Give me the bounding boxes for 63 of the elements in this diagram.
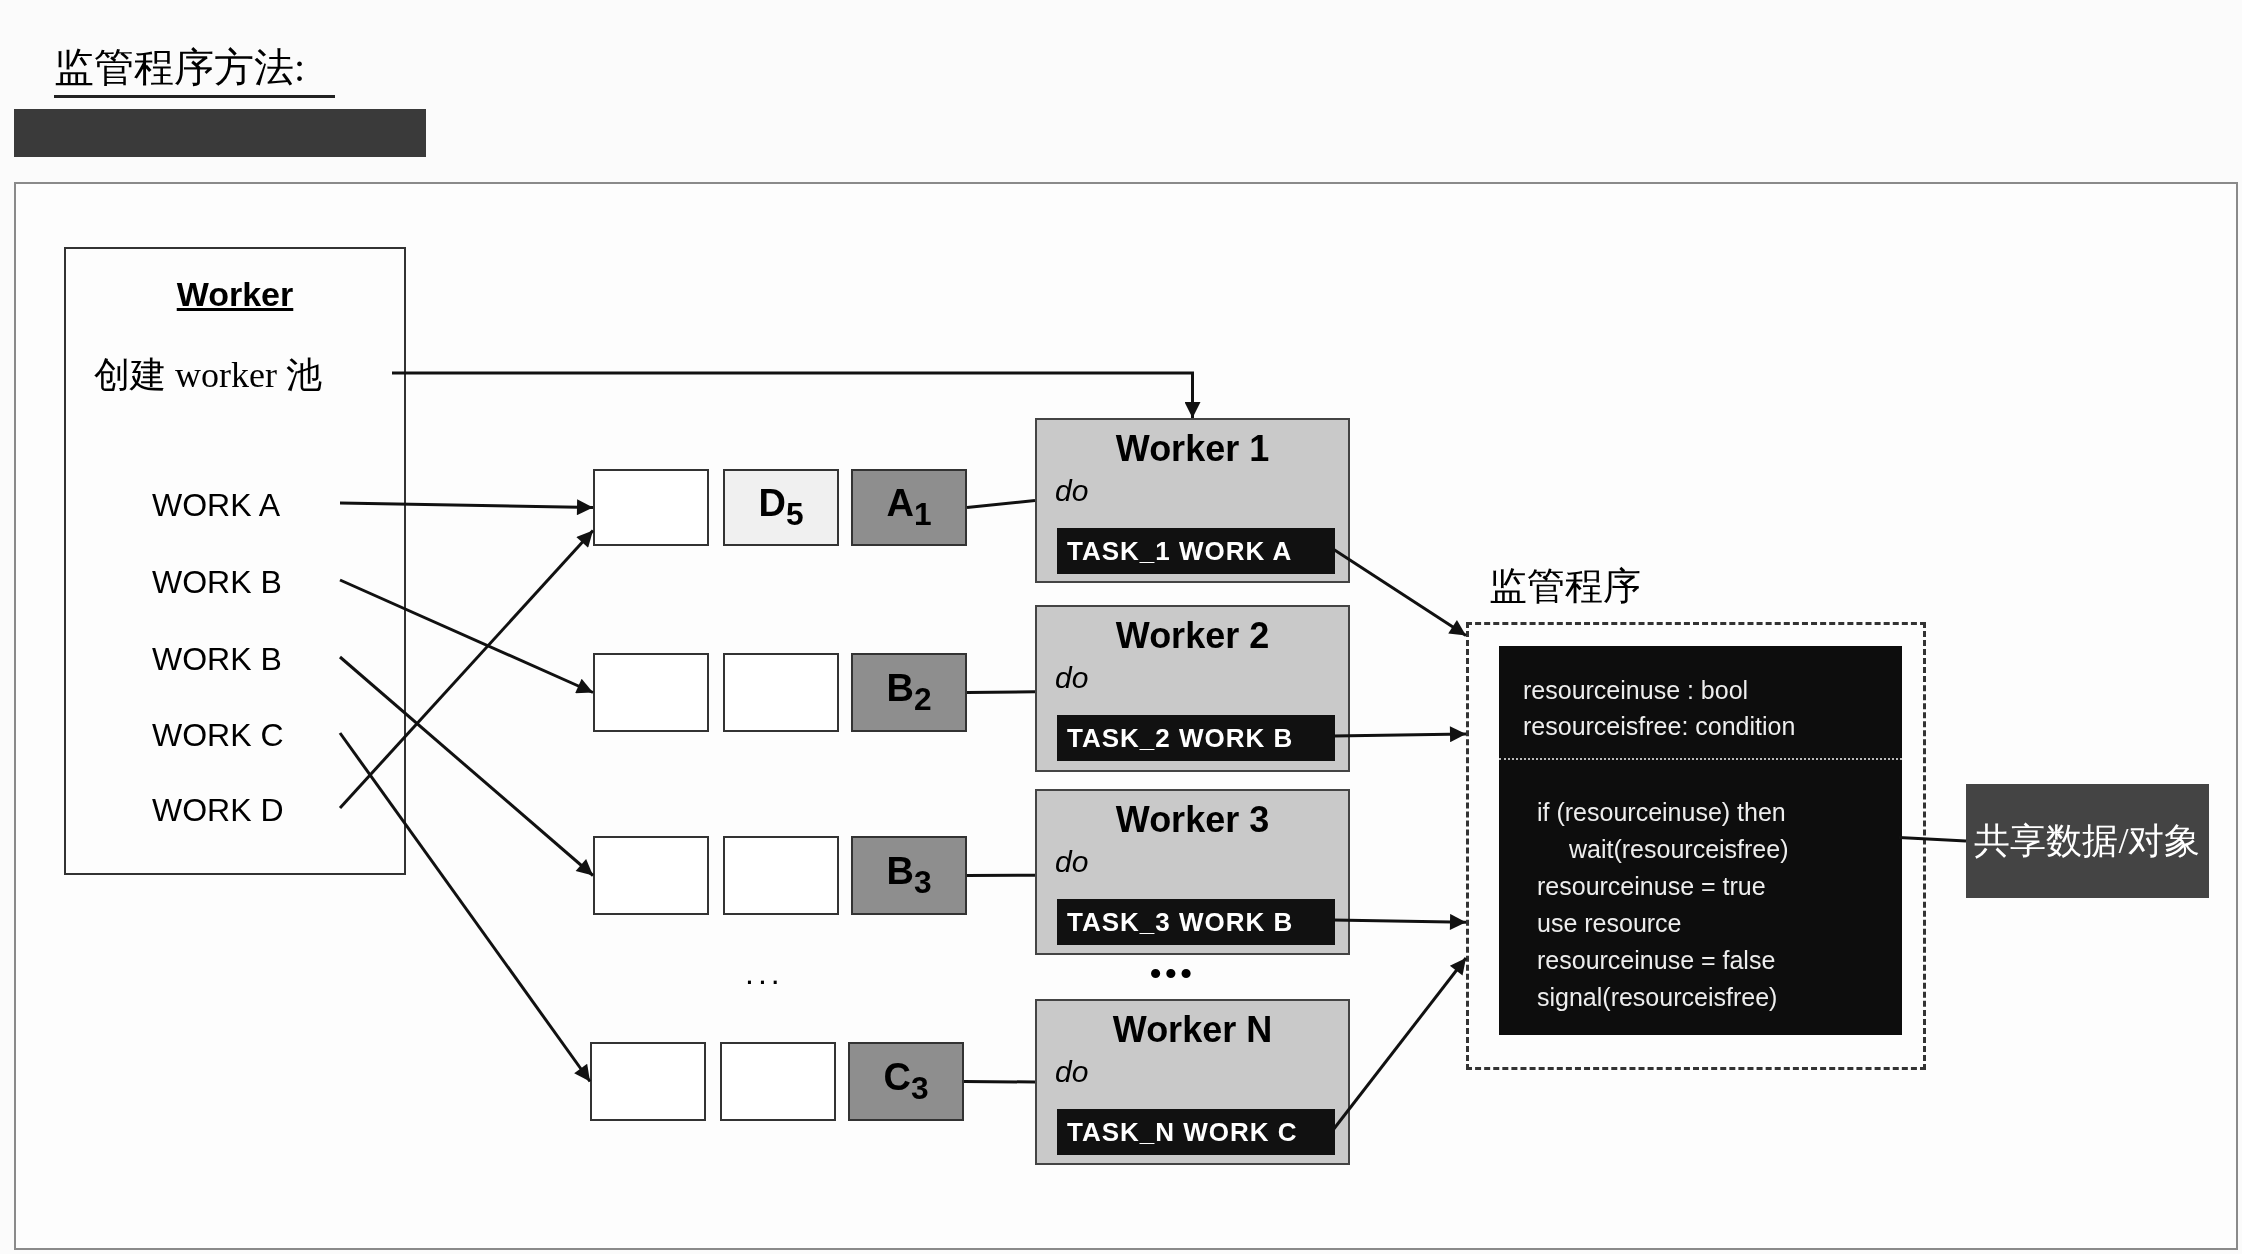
title-text: 监管程序方法: <box>54 40 336 98</box>
box-heading: Worker 2 <box>1114 615 1271 657</box>
code-line: resourceinuse = true <box>1537 872 1766 901</box>
arrow <box>339 578 594 694</box>
queue-box: C$_{3}$ <box>848 1042 964 1121</box>
arrow <box>1332 547 1467 637</box>
code-line: wait(resourceisfree) <box>1569 835 1789 864</box>
code-line: resourceinuse = false <box>1537 946 1776 975</box>
queue-box <box>593 469 709 546</box>
arrow <box>338 529 595 809</box>
worker-box <box>1035 789 1350 955</box>
queue-box <box>593 653 709 732</box>
box-heading: Worker <box>175 275 295 314</box>
keyword-text: do <box>1055 474 1089 508</box>
arrow <box>338 732 592 1083</box>
queue-box <box>590 1042 706 1121</box>
code-line: if (resourceinuse) then <box>1537 798 1786 827</box>
shared-data-box: 共享数据/对象 <box>1966 784 2209 898</box>
worker-box <box>1035 418 1350 583</box>
connector-line <box>966 499 1036 509</box>
box-heading: 监管程序 <box>1489 564 1641 609</box>
dots-text: ... <box>745 955 784 992</box>
code-line: signal(resourceisfree) <box>1537 983 1778 1012</box>
dots-text: ••• <box>1150 955 1196 992</box>
queue-box <box>723 653 839 732</box>
worker-pool-box <box>64 247 406 875</box>
queue-box: B$_{3}$ <box>851 836 967 915</box>
keyword-text: do <box>1055 1055 1089 1089</box>
box-heading: Worker N <box>1111 1009 1274 1051</box>
code-box <box>1499 646 1902 1035</box>
connector-line <box>964 1080 1035 1084</box>
queue-box <box>593 836 709 915</box>
arrow <box>339 499 594 516</box>
queue-box: D$_{5}$ <box>723 469 839 546</box>
work-item-text: WORK A <box>152 482 342 528</box>
box-heading: Worker 1 <box>1114 428 1271 470</box>
arrow <box>1332 913 1467 930</box>
work-item-text: WORK C <box>152 712 342 758</box>
work-item-text: WORK B <box>152 636 342 682</box>
box-heading: Worker 3 <box>1114 799 1271 841</box>
arrow <box>339 655 594 877</box>
work-item-text: WORK B <box>152 559 342 605</box>
code-line: use resource <box>1537 909 1682 938</box>
task-bar: TASK_N WORK C <box>1057 1109 1335 1155</box>
connector-line <box>967 873 1035 877</box>
worker-box <box>1035 605 1350 772</box>
queue-box <box>720 1042 836 1121</box>
task-bar: TASK_2 WORK B <box>1057 715 1335 761</box>
connector-line <box>967 690 1035 694</box>
work-item-text: WORK D <box>152 787 342 833</box>
pool-item-text: 创建 worker 池 <box>94 347 394 403</box>
queue-box <box>723 836 839 915</box>
task-bar: TASK_1 WORK A <box>1057 528 1335 574</box>
code-line: resourceisfree: condition <box>1523 712 1796 741</box>
arrow <box>1332 726 1467 743</box>
queue-box: A$_{1}$ <box>851 469 967 546</box>
keyword-text: do <box>1055 845 1089 879</box>
arrow <box>392 371 1201 418</box>
task-bar: TASK_3 WORK B <box>1057 899 1335 945</box>
code-line: resourceinuse : bool <box>1523 676 1749 705</box>
queue-box: B$_{2}$ <box>851 653 967 732</box>
keyword-text: do <box>1055 661 1089 695</box>
worker-box <box>1035 999 1350 1165</box>
